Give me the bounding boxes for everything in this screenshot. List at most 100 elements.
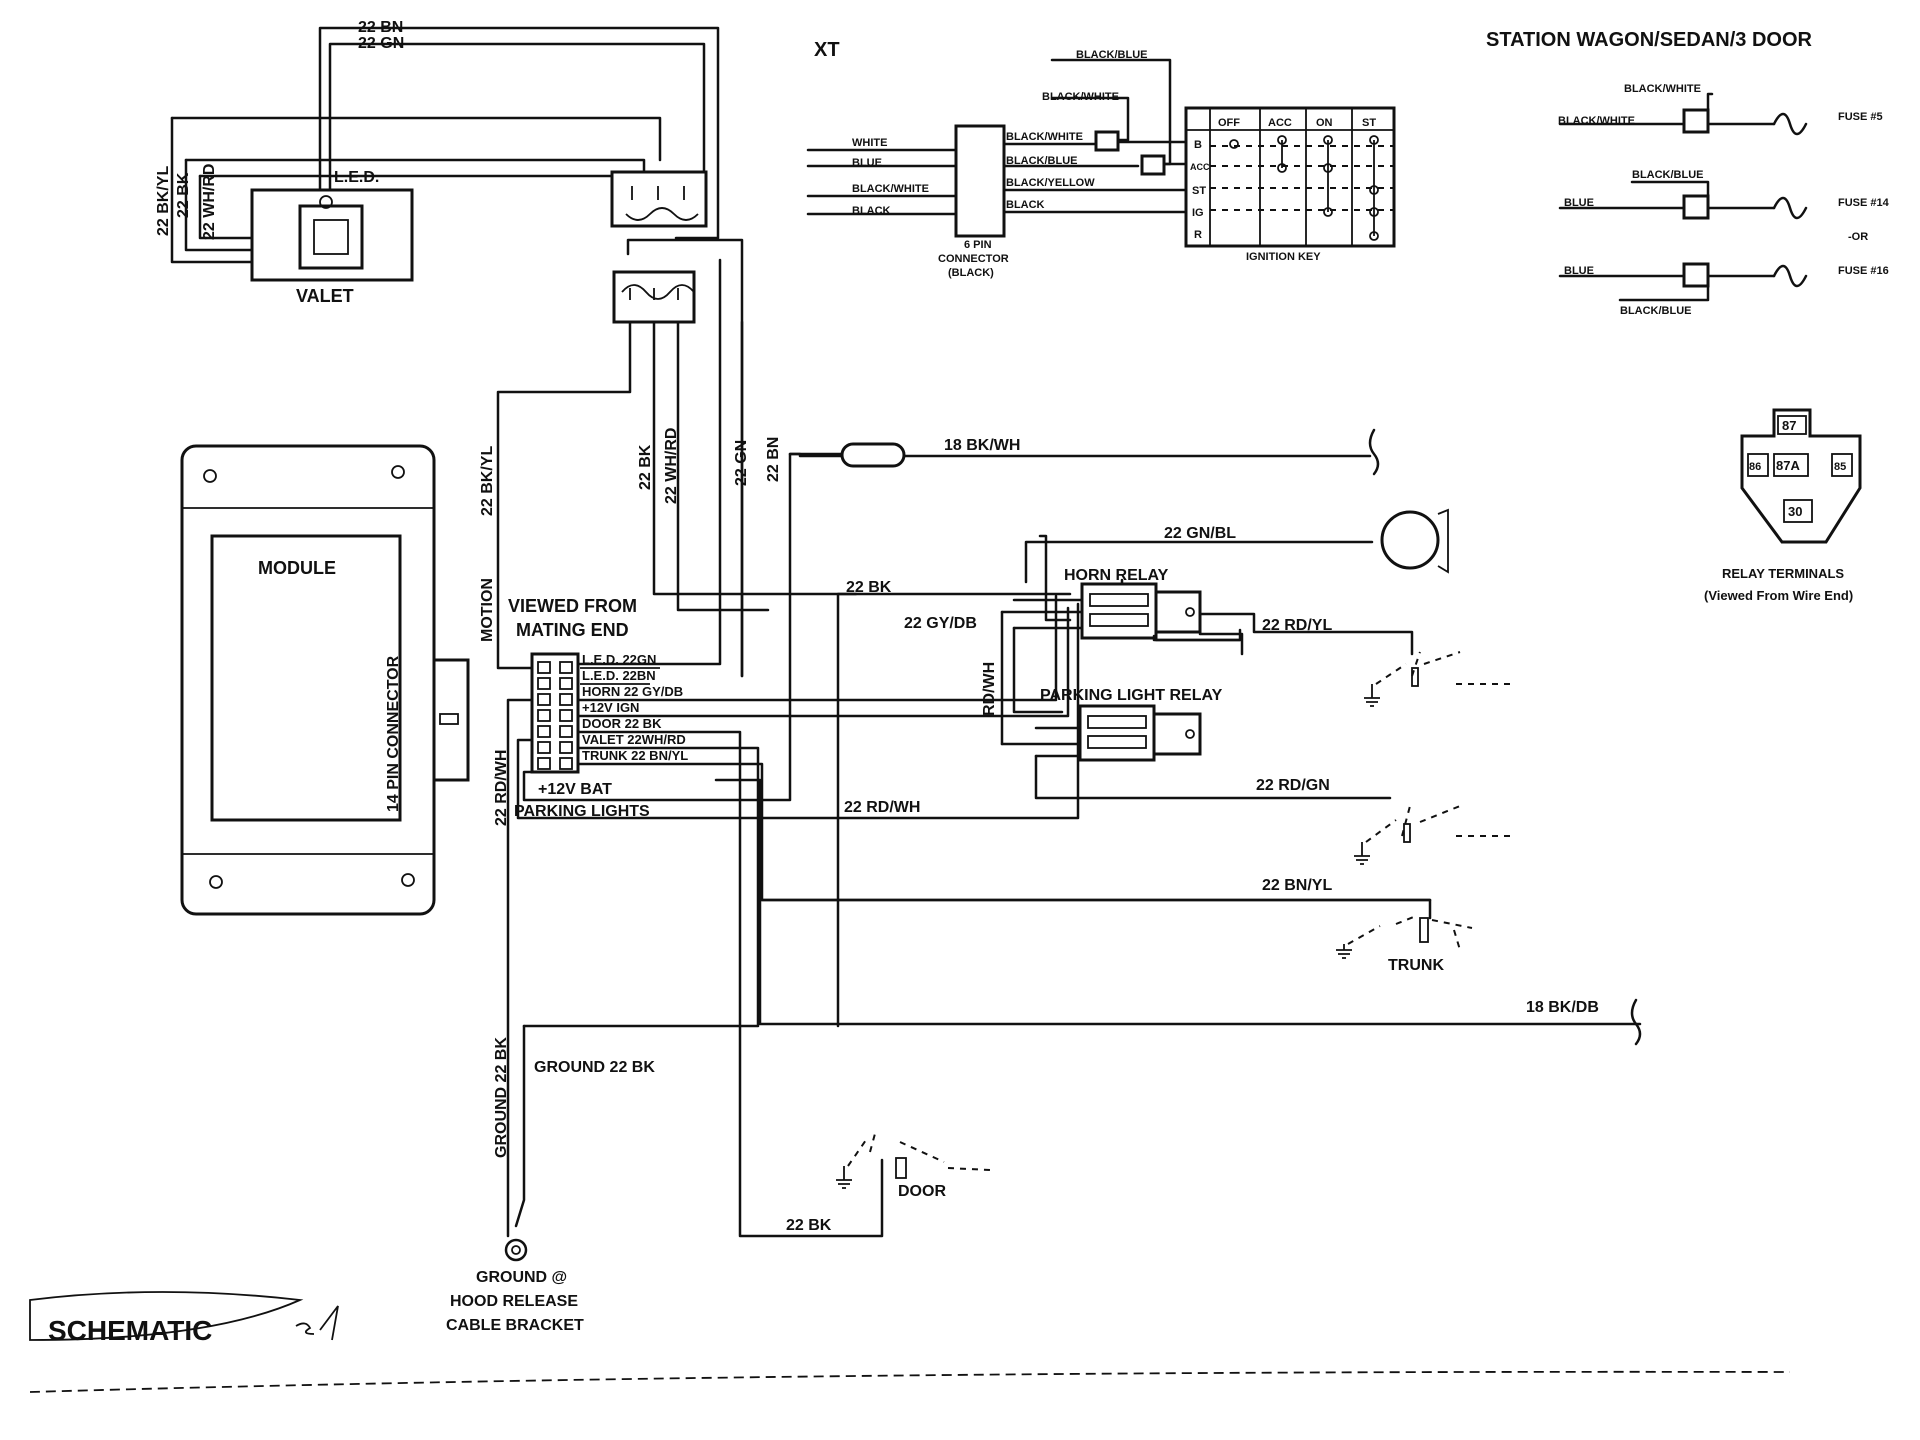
horn-relay-cap xyxy=(1154,590,1202,634)
ground-ring-terminal xyxy=(504,1238,528,1262)
ign-right-wire-4: BLACK xyxy=(1006,199,1045,211)
ign-right-wire-1: BLACK/WHITE xyxy=(1006,131,1083,143)
pin-label-4: +12V IGN xyxy=(582,700,639,715)
horn-relay-label: HORN RELAY xyxy=(1064,567,1169,584)
wire-label-22bkyl-top: 22 BK/YL xyxy=(155,166,172,236)
relay-terminals-diagram: 87 86 87A 85 30 RELAY TERMINALS (Viewed … xyxy=(1704,408,1862,603)
ign-inline-connector-1 xyxy=(1094,130,1120,152)
fuse14-left-wire: BLUE xyxy=(1564,197,1594,209)
module-face xyxy=(210,534,402,822)
ign-right-wire-3: BLACK/YELLOW xyxy=(1006,177,1095,189)
led-label: L.E.D. xyxy=(334,169,379,186)
parking-relay-cap xyxy=(1152,712,1202,756)
ground-wire-label: GROUND 22 BK xyxy=(534,1059,655,1076)
fuse5-connector xyxy=(1682,108,1710,134)
fuse14-connector xyxy=(1682,194,1710,220)
fuse5-label: FUSE #5 xyxy=(1838,111,1883,123)
parking-relay-label: PARKING LIGHT RELAY xyxy=(1040,687,1223,704)
relay-pin-87a: 87A xyxy=(1776,458,1800,473)
led-icon xyxy=(319,195,333,209)
six-pin-line2: CONNECTOR xyxy=(938,253,1009,265)
rdyl-label: 22 RD/YL xyxy=(1262,617,1332,634)
relay-terminals-title: RELAY TERMINALS xyxy=(1722,566,1844,581)
bkwh18-label: 18 BK/WH xyxy=(944,437,1020,454)
bat-label: +12V BAT xyxy=(538,781,612,798)
ground-point-line1: GROUND @ xyxy=(476,1269,567,1286)
pin-connector-14: VIEWED FROM MATING END L.E.D. 22GN L.E.D… xyxy=(508,596,730,820)
fuse14-top-wire: BLACK/BLUE xyxy=(1632,169,1704,181)
ground-point-line3: CABLE BRACKET xyxy=(446,1317,584,1334)
vwire-label-rdwh: 22 RD/WH xyxy=(493,750,510,826)
wire-label-22bn-top: 22 BN xyxy=(358,19,403,36)
viewed-from-label: VIEWED FROM xyxy=(508,596,637,616)
fuse16-label: FUSE #16 xyxy=(1838,265,1889,277)
connector-wiring: 22 RD/WH GROUND 22 BK GROUND 22 BK 22 BK… xyxy=(446,452,1642,1334)
page-title: STATION WAGON/SEDAN/3 DOOR xyxy=(1486,29,1812,51)
vwire-label-motion: MOTION xyxy=(479,578,496,642)
harness-plug-upper xyxy=(610,170,708,228)
pin-label-6: VALET 22WH/RD xyxy=(582,732,686,747)
ign-col-on: ON xyxy=(1316,117,1333,129)
ign-left-wire-4: BLACK xyxy=(852,205,891,217)
schematic-label: SCHEMATIC xyxy=(48,1315,212,1346)
fuse14-label: FUSE #14 xyxy=(1838,197,1890,209)
pin-label-5: DOOR 22 BK xyxy=(582,716,662,731)
wire-label-22whrd-top: 22 WH/RD xyxy=(201,164,218,240)
ign-top-white: BLACK/WHITE xyxy=(1042,91,1119,103)
ign-left-wire-2: BLUE xyxy=(852,157,882,169)
ign-left-wire-1: WHITE xyxy=(852,137,887,149)
xt-label: XT xyxy=(814,39,840,61)
inline-fuse-holder xyxy=(840,442,906,468)
door-wire-label: 22 BK xyxy=(786,1217,832,1234)
gydb-label: 22 GY/DB xyxy=(904,615,977,632)
vwire-label-bkyl: 22 BK/YL xyxy=(479,446,496,516)
gnbl-label: 22 GN/BL xyxy=(1164,525,1236,542)
ign-right-wire-2: BLACK/BLUE xyxy=(1006,155,1078,167)
fuse5-top-wire: BLACK/WHITE xyxy=(1624,83,1701,95)
relay-pin-85: 85 xyxy=(1834,461,1846,473)
ignition-section: XT WHITE BLUE BLACK/WHITE BLACK 6 PIN CO… xyxy=(806,39,1396,279)
ign-row-ig: IG xyxy=(1192,207,1204,219)
door-label: DOOR xyxy=(898,1183,946,1200)
pin-label-1: L.E.D. 22GN xyxy=(582,652,656,667)
vwire-label-whrd: 22 WH/RD xyxy=(663,428,680,504)
pin-label-2: L.E.D. 22BN xyxy=(582,668,656,683)
parking-lights-label: PARKING LIGHTS xyxy=(514,803,650,820)
wire-label-22gn-top: 22 GN xyxy=(358,35,404,52)
pin-label-7: TRUNK 22 BN/YL xyxy=(582,748,688,763)
mating-end-label: MATING END xyxy=(516,620,629,640)
schematic-stamp: SCHEMATIC xyxy=(29,1291,1791,1393)
trunk-label: TRUNK xyxy=(1388,957,1444,974)
wire-label-22bk-top: 22 BK xyxy=(175,172,192,218)
relay-pin-30: 30 xyxy=(1788,504,1802,519)
valet-button[interactable] xyxy=(298,204,364,270)
relay-pin-86: 86 xyxy=(1749,461,1761,473)
fuse16-left-wire: BLUE xyxy=(1564,265,1594,277)
fuse16-connector xyxy=(1682,262,1710,288)
door-switch-icon xyxy=(895,1157,907,1179)
horn-relay-body xyxy=(1080,582,1158,640)
six-pin-line1: 6 PIN xyxy=(964,239,992,251)
relay-pin-87: 87 xyxy=(1782,418,1796,433)
ign-row-st: ST xyxy=(1192,185,1206,197)
rdgn-label: 22 RD/GN xyxy=(1256,777,1330,794)
bnyl-label: 22 BN/YL xyxy=(1262,877,1332,894)
horn-icon xyxy=(1380,510,1440,570)
ignition-key-switch xyxy=(1184,106,1396,248)
main-harness-bundle: 22 BK/YL 22 BK 22 WH/RD 22 GN 22 BN MOTI… xyxy=(479,238,858,678)
valet-label: VALET xyxy=(296,286,354,306)
fuse16-bottom-wire: BLACK/BLUE xyxy=(1620,305,1692,317)
rdwh-vert-label: RD/WH xyxy=(981,662,998,716)
ign-inline-connector-2 xyxy=(1140,154,1166,176)
relay-terminals-subtitle: (Viewed From Wire End) xyxy=(1704,588,1853,603)
vwire-label-ground: GROUND 22 BK xyxy=(493,1037,510,1158)
fuse-section: STATION WAGON/SEDAN/3 DOOR BLACK/WHITE B… xyxy=(1486,29,1890,317)
six-pin-connector xyxy=(954,124,1006,238)
relay-section: 22 GN/BL HORN RELAY 22 BK 22 GY/DB RD/WH… xyxy=(846,508,1449,800)
bkwh-18-wire: 18 BK/WH xyxy=(788,428,1380,476)
ign-col-st: ST xyxy=(1362,117,1376,129)
switches: 22 BN/YL TRUNK DOOR 18 BK/DB xyxy=(758,651,1642,1200)
ign-row-acc: ACC xyxy=(1190,162,1210,172)
fuse-or-label: -OR xyxy=(1848,231,1868,243)
module-label: MODULE xyxy=(258,558,336,578)
